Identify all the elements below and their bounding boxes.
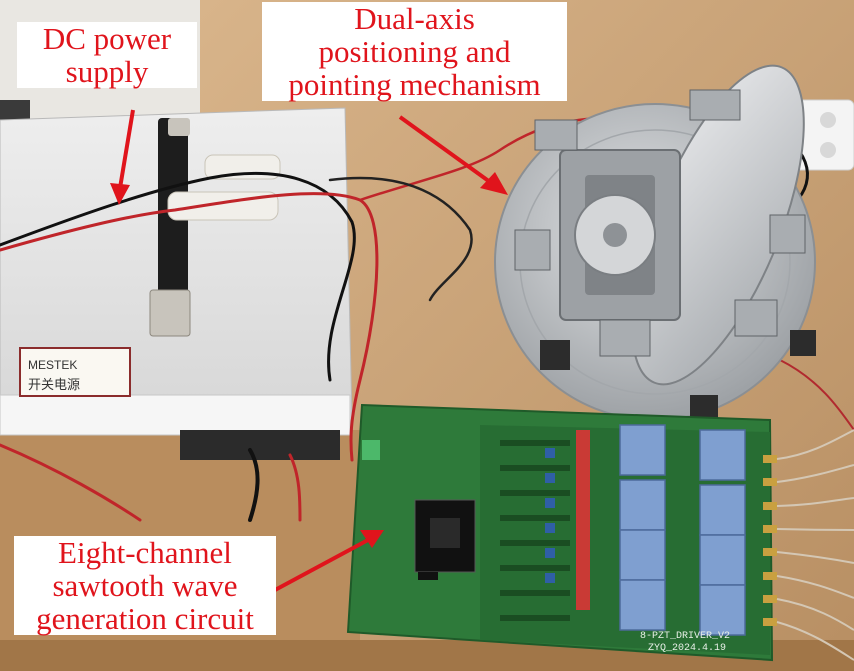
supply-tag-line1: MESTEK bbox=[28, 358, 77, 372]
arrow-dc-power-supply-head bbox=[110, 183, 130, 205]
dc-power-supply: MESTEK 开关电源 bbox=[0, 107, 353, 460]
label-dual-axis-mechanism: Dual-axis positioning and pointing mecha… bbox=[262, 2, 567, 101]
channel-rows bbox=[500, 440, 570, 621]
dual-axis-mechanism bbox=[494, 64, 816, 421]
label-eight-channel-circuit: Eight-channel sawtooth wave generation c… bbox=[14, 536, 276, 635]
arrow-dual-axis-head bbox=[480, 172, 508, 195]
label-dual-line3: pointing mechanism bbox=[288, 67, 541, 102]
arrow-dc-power-supply bbox=[118, 109, 135, 189]
arrow-dual-axis bbox=[398, 115, 492, 184]
annotation-arrows bbox=[110, 109, 508, 592]
sma-connectors bbox=[763, 455, 777, 626]
coax-cables bbox=[776, 429, 854, 661]
label-dc-power-supply: DC power supply bbox=[17, 22, 197, 88]
label-dual-line1: Dual-axis bbox=[354, 1, 475, 36]
label-dc-line1: DC power bbox=[42, 21, 172, 56]
heatsinks bbox=[619, 424, 746, 636]
board-name-text: 8-PZT_DRIVER_V2 bbox=[640, 631, 730, 642]
board-date-text: ZYQ_2024.4.19 bbox=[648, 643, 726, 654]
label-eight-line2: sawtooth wave bbox=[52, 568, 238, 603]
label-eight-line1: Eight-channel bbox=[58, 535, 232, 570]
blue-potentiometers bbox=[545, 448, 555, 583]
label-dc-line2: supply bbox=[65, 54, 149, 89]
label-eight-line3: generation circuit bbox=[36, 601, 254, 636]
supply-tag-line2: 开关电源 bbox=[28, 378, 80, 393]
wires bbox=[0, 116, 854, 522]
label-dual-line2: positioning and bbox=[318, 34, 511, 69]
arrow-eight-channel bbox=[274, 538, 369, 592]
arrow-eight-channel-head bbox=[360, 530, 384, 548]
pcb-board: 8-PZT_DRIVER_V2 ZYQ_2024.4.19 bbox=[346, 403, 854, 662]
